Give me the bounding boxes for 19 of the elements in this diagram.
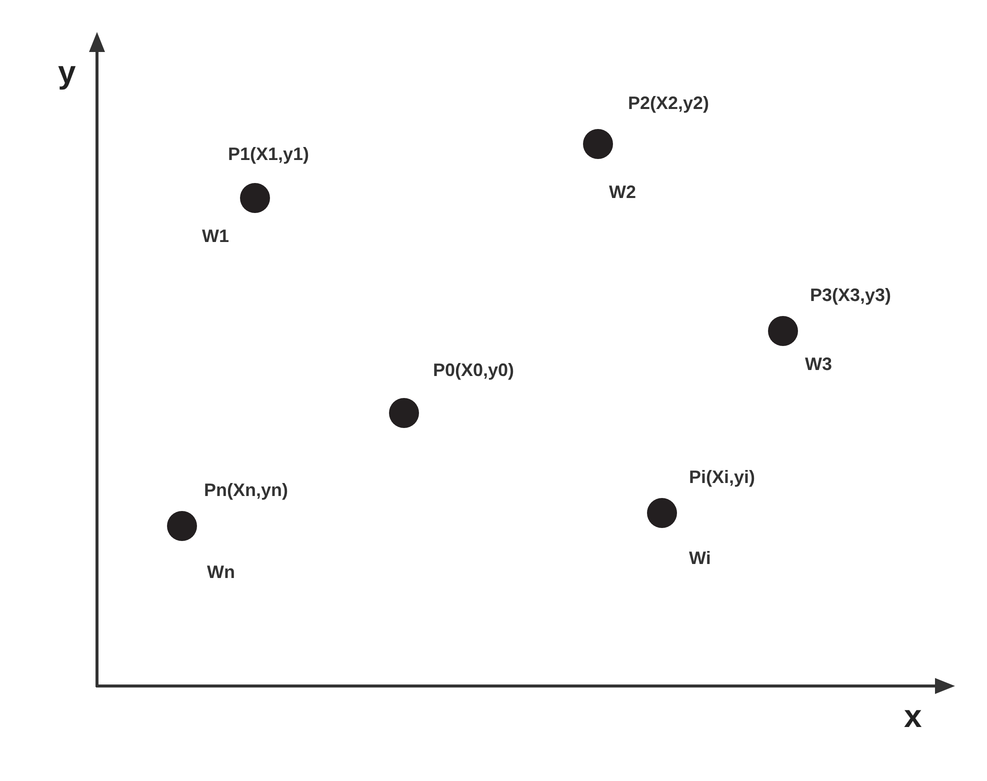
weight-label: Wi — [689, 547, 711, 569]
axis-label: y — [58, 54, 76, 90]
data-point-marker — [647, 498, 677, 528]
data-point-marker — [583, 129, 613, 159]
weight-label: W3 — [805, 353, 832, 375]
point-label: P3(X3,y3) — [810, 284, 892, 306]
data-point-marker — [389, 398, 419, 428]
point-label: P2(X2,y2) — [628, 92, 710, 114]
point-label: P0(X0,y0) — [433, 359, 514, 381]
point-label: P1(X1,y1) — [228, 143, 310, 165]
data-point-marker — [240, 183, 270, 213]
weight-label: W2 — [609, 181, 636, 203]
point-label: Pi(Xi,yi) — [689, 466, 756, 488]
data-point-marker — [768, 316, 798, 346]
data-point-marker — [167, 511, 197, 541]
weight-label: Wn — [207, 561, 235, 583]
axis-label: x — [904, 698, 922, 734]
point-label: Pn(Xn,yn) — [204, 479, 288, 501]
weight-label: W1 — [202, 225, 229, 247]
